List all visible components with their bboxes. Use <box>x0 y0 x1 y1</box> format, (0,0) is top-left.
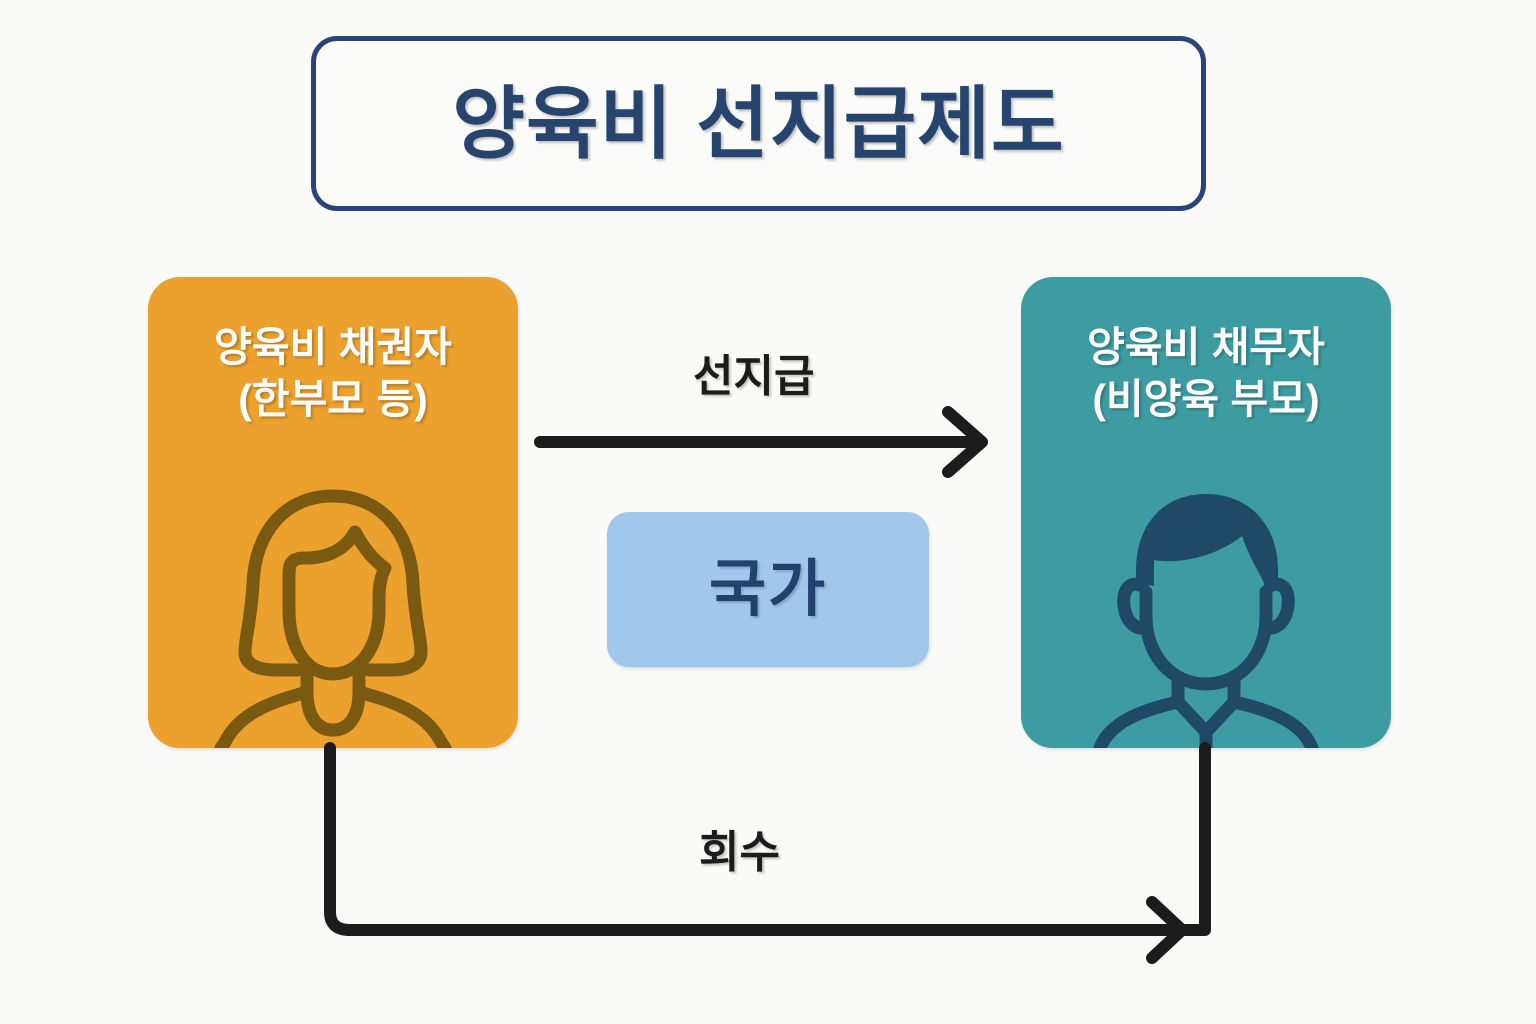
flow-label-prepayment: 선지급 <box>693 352 815 401</box>
card-creditor-label-line2: (한부모 등) <box>238 376 428 423</box>
card-debtor[interactable]: 양육비 채무자 (비양육 부모) <box>1021 277 1391 748</box>
male-person-icon <box>1093 494 1319 748</box>
card-creditor-label-line1: 양육비 채권자 <box>214 324 452 370</box>
card-debtor-label-line1: 양육비 채무자 <box>1087 324 1325 370</box>
card-creditor[interactable]: 양육비 채권자 (한부모 등) <box>148 277 518 748</box>
card-creditor-label: 양육비 채권자 (한부모 등) <box>148 321 518 426</box>
card-debtor-label: 양육비 채무자 (비양육 부모) <box>1021 321 1391 426</box>
nation-box[interactable]: 국가 <box>607 512 929 667</box>
card-debtor-label-line2: (비양육 부모) <box>1092 376 1320 423</box>
nation-label: 국가 <box>708 554 828 624</box>
male-hair <box>1136 494 1278 592</box>
diagram-title-text: 양육비 선지급제도 <box>452 79 1065 168</box>
arrow-prepayment-icon <box>534 406 988 478</box>
female-person-icon <box>214 489 452 748</box>
diagram-title-box: 양육비 선지급제도 <box>311 36 1206 211</box>
flow-label-recovery: 회수 <box>699 828 780 877</box>
